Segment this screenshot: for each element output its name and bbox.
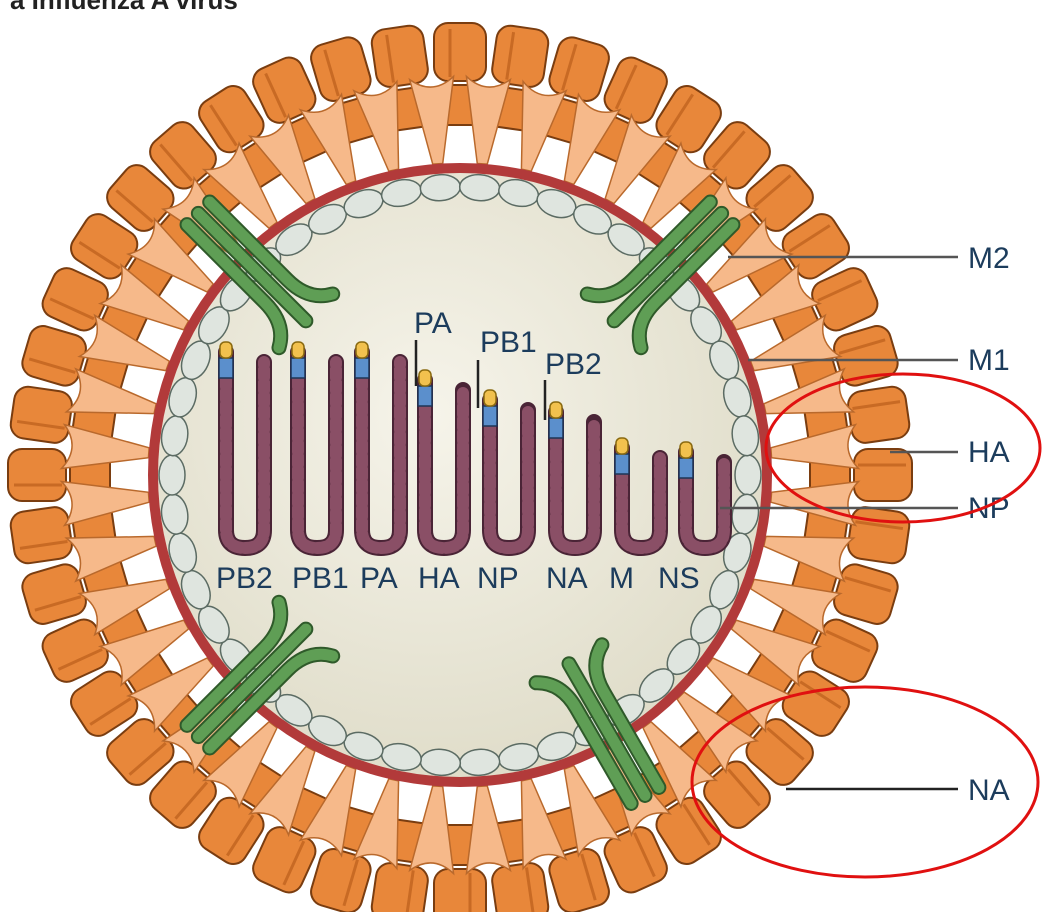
figure-title: a Influenza A virus <box>10 0 238 15</box>
ring-outer-block <box>490 24 550 89</box>
ring-outer-block <box>308 34 374 104</box>
segment-label-m: M <box>609 562 634 595</box>
label-m1: M1 <box>968 344 1010 377</box>
polymerase-cap <box>680 442 692 458</box>
ring-outer-block <box>846 505 911 565</box>
m1-protein <box>159 455 185 495</box>
segment-label-pb1: PB1 <box>292 562 349 595</box>
ring-outer-block <box>370 861 430 912</box>
ring-outer-block <box>546 34 612 104</box>
ring-outer-block <box>8 449 66 501</box>
polymerase-cap <box>220 342 232 358</box>
ring-outer-block <box>846 385 911 445</box>
polymerase-complex <box>219 358 233 378</box>
polymerase-cap <box>550 402 562 418</box>
polymerase-cap <box>419 370 431 386</box>
segment-label-ha: HA <box>418 562 460 595</box>
polymerase-label-pa: PA <box>414 307 452 340</box>
polymerase-complex <box>355 358 369 378</box>
label-m2: M2 <box>968 242 1010 275</box>
polymerase-complex <box>615 454 629 474</box>
ring-outer-block <box>370 24 430 89</box>
ring-outer-block <box>434 23 486 81</box>
ring-outer-block <box>490 861 550 912</box>
segment-label-pa: PA <box>360 562 398 595</box>
ring-outer-block <box>9 505 74 565</box>
polymerase-complex <box>679 458 693 478</box>
ring-outer-block <box>854 449 912 501</box>
m1-protein <box>735 455 761 495</box>
segment-label-np: NP <box>477 562 519 595</box>
polymerase-cap <box>356 342 368 358</box>
label-na: NA <box>968 774 1010 807</box>
ring-outer-block <box>434 869 486 912</box>
polymerase-complex <box>483 406 497 426</box>
polymerase-complex <box>291 358 305 378</box>
polymerase-complex <box>549 418 563 438</box>
ring-outer-block <box>831 323 901 389</box>
ring-outer-block <box>831 561 901 627</box>
ring-outer-block <box>19 561 89 627</box>
polymerase-label-pb2: PB2 <box>545 348 602 381</box>
segment-label-na: NA <box>546 562 588 595</box>
external-labels: M2 M1 HA NP NA <box>968 242 1010 807</box>
polymerase-label-pb1: PB1 <box>480 326 537 359</box>
segment-label-pb2: PB2 <box>216 562 273 595</box>
polymerase-cap <box>292 342 304 358</box>
ring-outer-block <box>9 385 74 445</box>
label-ha: HA <box>968 436 1010 469</box>
polymerase-cap <box>616 438 628 454</box>
polymerase-cap <box>484 390 496 406</box>
segment-label-ns: NS <box>658 562 700 595</box>
polymerase-complex <box>418 386 432 406</box>
ring-outer-block <box>19 323 89 389</box>
